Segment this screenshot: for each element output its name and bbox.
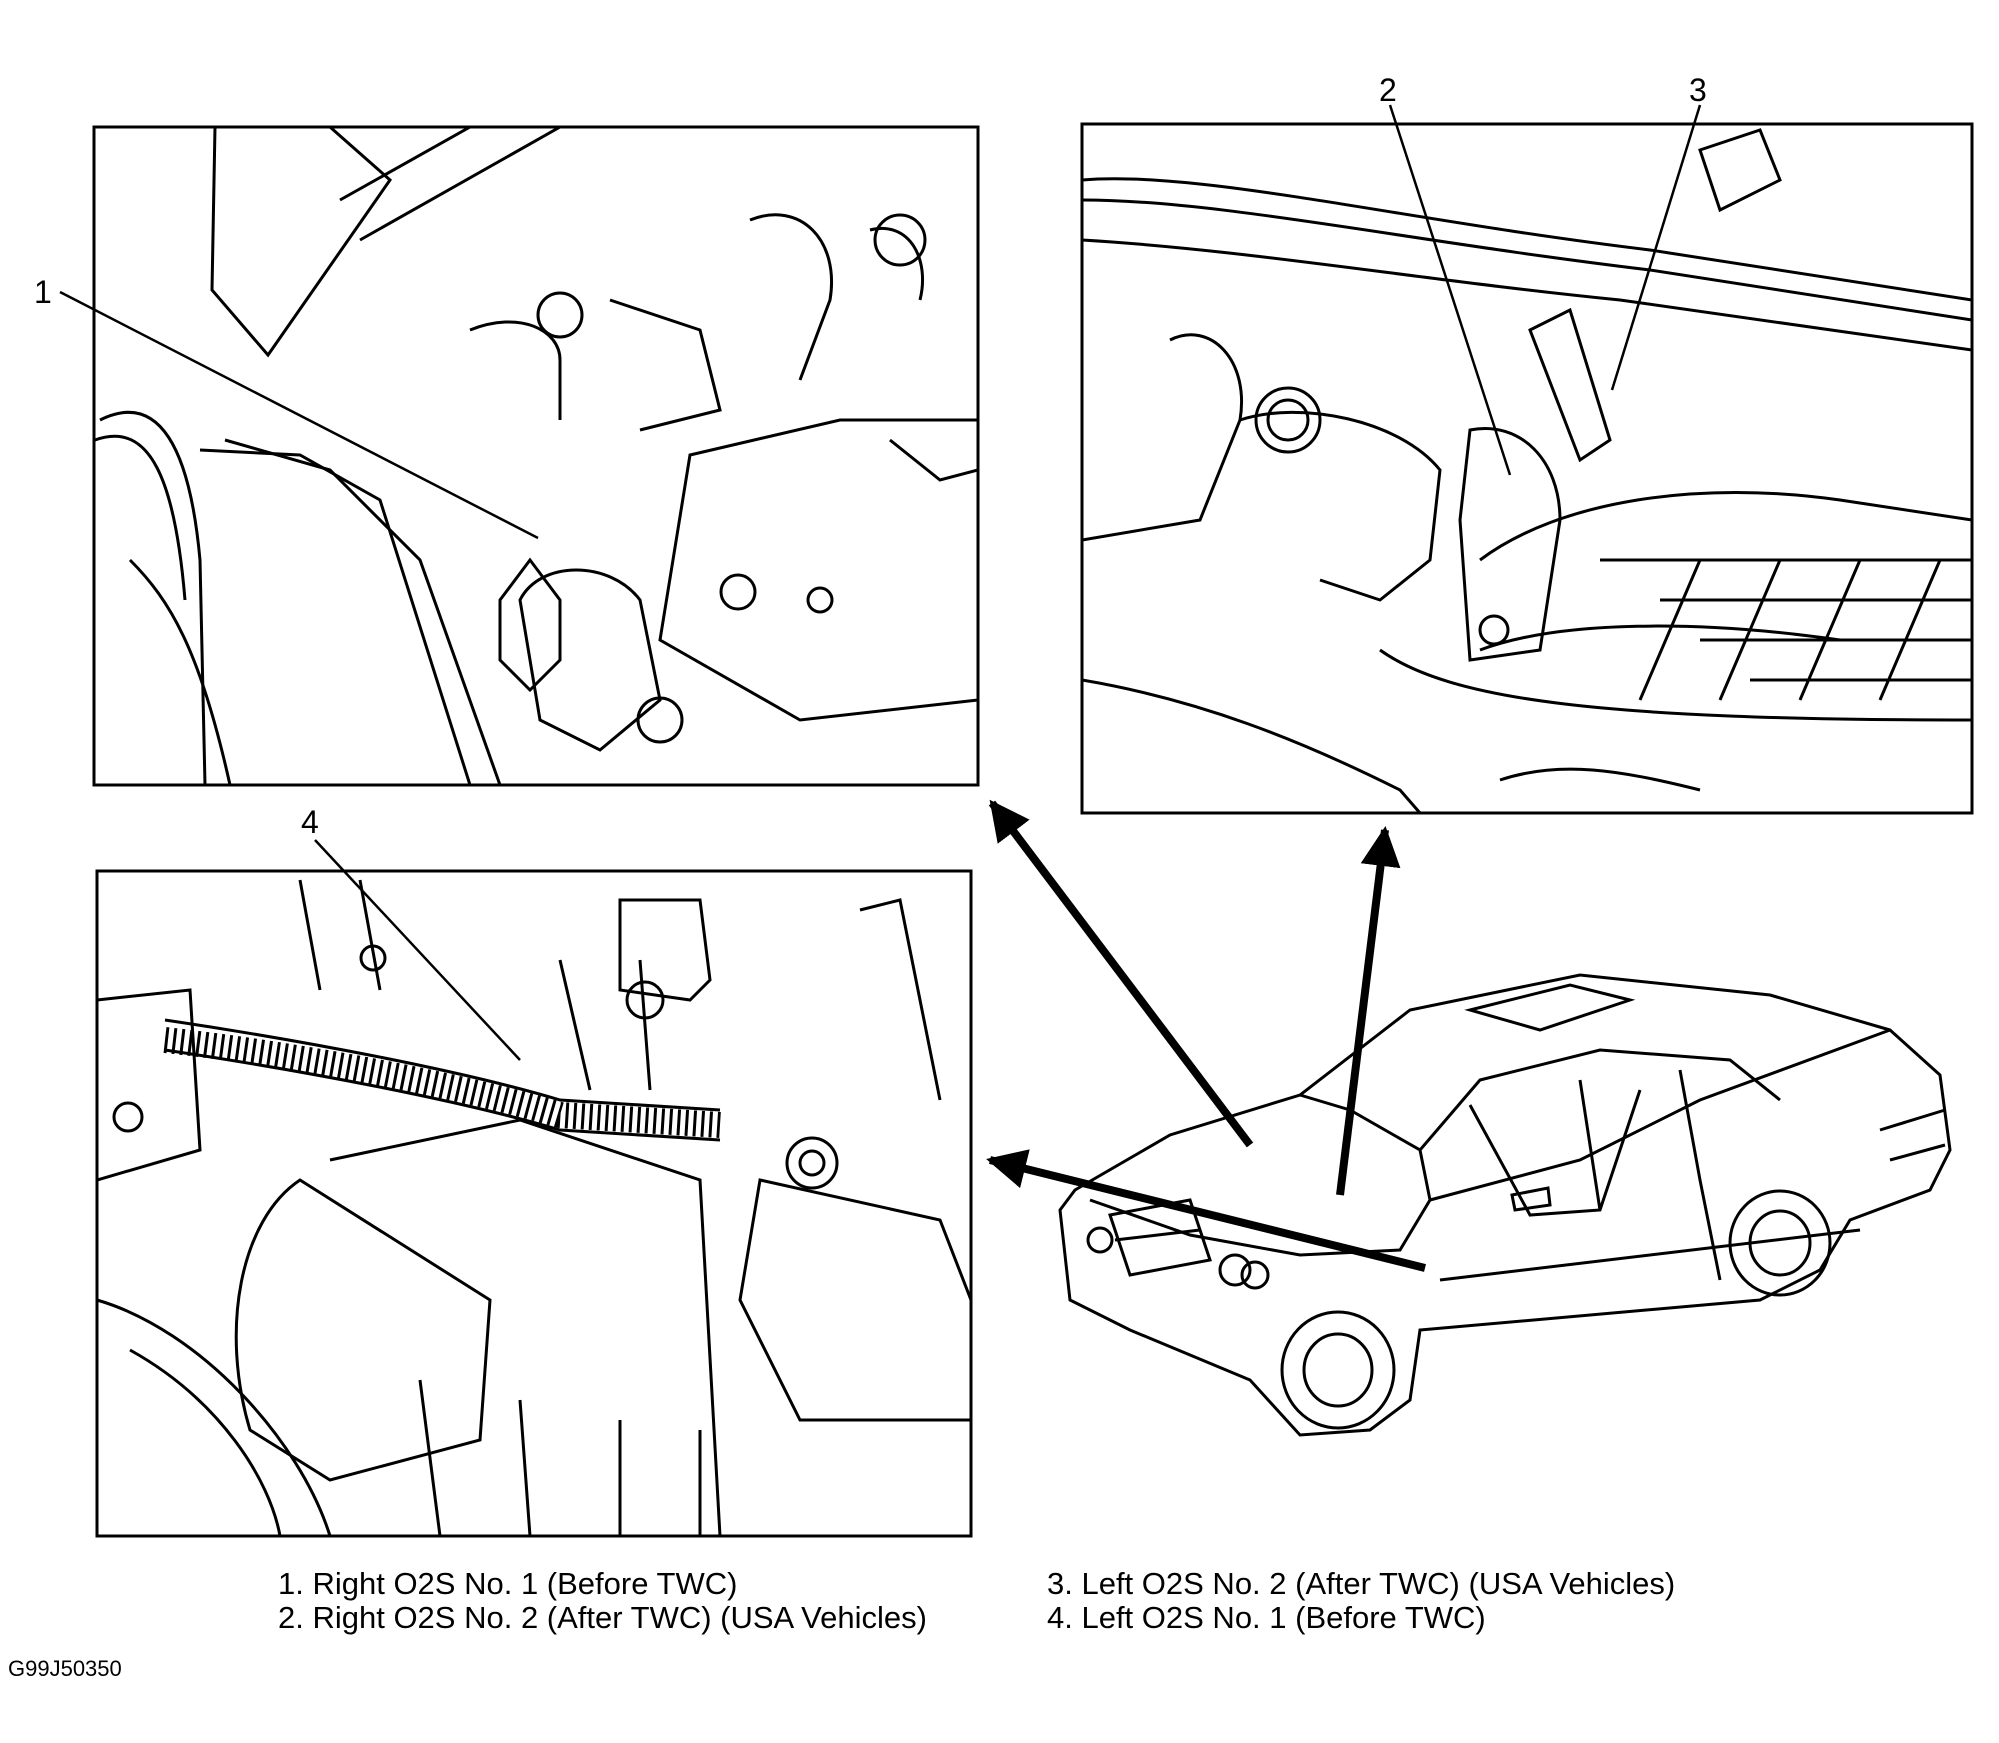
inset-left-o2s-1: [95, 869, 973, 1538]
leader-line-3: [1610, 104, 1702, 391]
vehicle-illustration: [1058, 973, 1952, 1437]
leader-line-2: [1388, 104, 1512, 476]
arrow-to-top-left: [988, 799, 1254, 1148]
legend-item-1: 1. Right O2S No. 1 (Before TWC): [278, 1566, 738, 1601]
leader-line-1: [59, 290, 539, 540]
legend-right: 3. Left O2S No. 2 (After TWC) (USA Vehic…: [1047, 1567, 1675, 1635]
callout-3: 3: [1689, 72, 1707, 108]
arrow-to-top-right: [1336, 826, 1401, 1196]
callout-2: 2: [1379, 72, 1397, 108]
figure-id: G99J50350: [8, 1656, 122, 1681]
callout-1: 1: [34, 274, 52, 310]
legend-item-3: 3. Left O2S No. 2 (After TWC) (USA Vehic…: [1047, 1566, 1676, 1601]
arrow-to-bottom-left: [986, 1149, 1426, 1272]
leader-lines: [59, 104, 1702, 1061]
legend-item-4: 4. Left O2S No. 1 (Before TWC): [1047, 1600, 1486, 1635]
callout-4: 4: [301, 804, 319, 840]
pointer-arrows: [986, 799, 1426, 1272]
legend-left: 1. Right O2S No. 1 (Before TWC) 2. Right…: [278, 1567, 927, 1635]
legend-item-2: 2. Right O2S No. 2 (After TWC) (USA Vehi…: [278, 1600, 927, 1635]
leader-line-4: [314, 839, 521, 1061]
inset-right-o2s-1: [92, 125, 980, 787]
inset-o2s-2-pair: [1080, 122, 1974, 815]
